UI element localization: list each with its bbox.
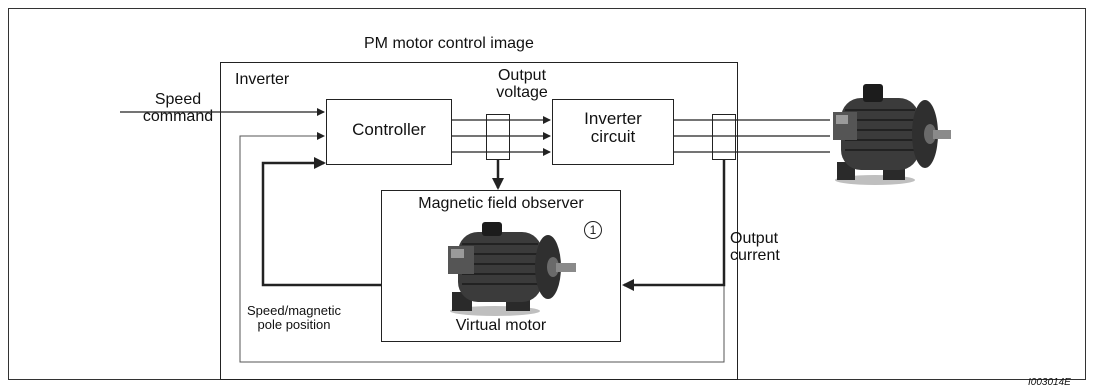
current-to-observer-arrow <box>624 160 724 285</box>
observer-to-controller-arrow <box>263 163 381 285</box>
motor-icon <box>815 82 955 187</box>
virtual-motor-icon <box>430 222 580 318</box>
